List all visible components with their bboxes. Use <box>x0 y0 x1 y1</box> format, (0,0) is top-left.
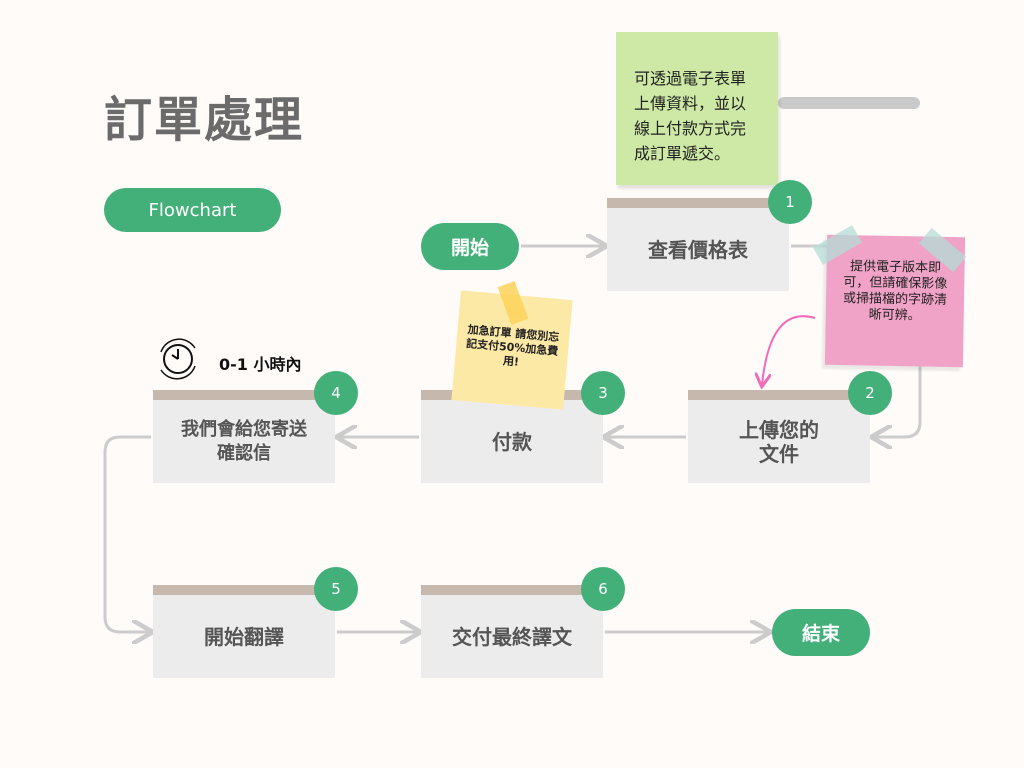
pink-note-text: 提供電子版本即可，但請確保影像或掃描檔的字跡清晰可辨。 <box>842 259 948 324</box>
step-6-number: 6 <box>581 567 625 611</box>
step-3-number: 3 <box>581 371 625 415</box>
time-label: 0-1 小時內 <box>219 355 302 374</box>
page-title: 訂單處理 <box>104 92 305 148</box>
step-1-number: 1 <box>768 180 812 224</box>
step-4-box: 我們會給您寄送 確認信 <box>153 390 335 483</box>
step-5-box: 開始翻譯 <box>153 585 335 678</box>
end-node: 結束 <box>772 609 870 656</box>
green-note-text: 可透過電子表單上傳資料，並以線上付款方式完成訂單遞交。 <box>634 69 747 163</box>
step-1-box: 查看價格表 <box>607 198 789 291</box>
clock-icon <box>153 334 203 388</box>
step-5-number: 5 <box>314 567 358 611</box>
yellow-note-text: 加急訂單 請您別忘記支付50%加急費用! <box>465 323 560 369</box>
step-4-number: 4 <box>314 371 358 415</box>
green-note: 可透過電子表單上傳資料，並以線上付款方式完成訂單遞交。 <box>616 32 778 185</box>
flowchart-tag: Flowchart <box>104 188 281 232</box>
start-node: 開始 <box>421 223 519 270</box>
step-6-box: 交付最終譯文 <box>421 585 603 678</box>
step-2-box: 上傳您的 文件 <box>688 390 870 483</box>
step-2-number: 2 <box>848 371 892 415</box>
